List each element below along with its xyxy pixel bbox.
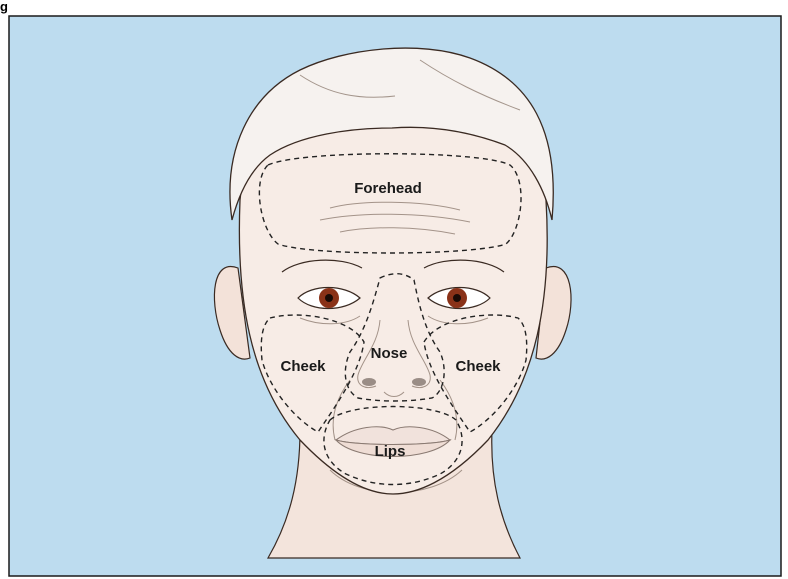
left-nostril	[362, 378, 376, 386]
nose-label: Nose	[371, 345, 408, 362]
left-pupil	[325, 294, 333, 302]
right-pupil	[453, 294, 461, 302]
figure-corner-label: g	[0, 0, 8, 14]
cheek-right-label: Cheek	[455, 358, 501, 375]
right-nostril	[412, 378, 426, 386]
lips-label: Lips	[375, 443, 406, 460]
cheek-left-label: Cheek	[280, 358, 326, 375]
forehead-label: Forehead	[354, 180, 422, 197]
